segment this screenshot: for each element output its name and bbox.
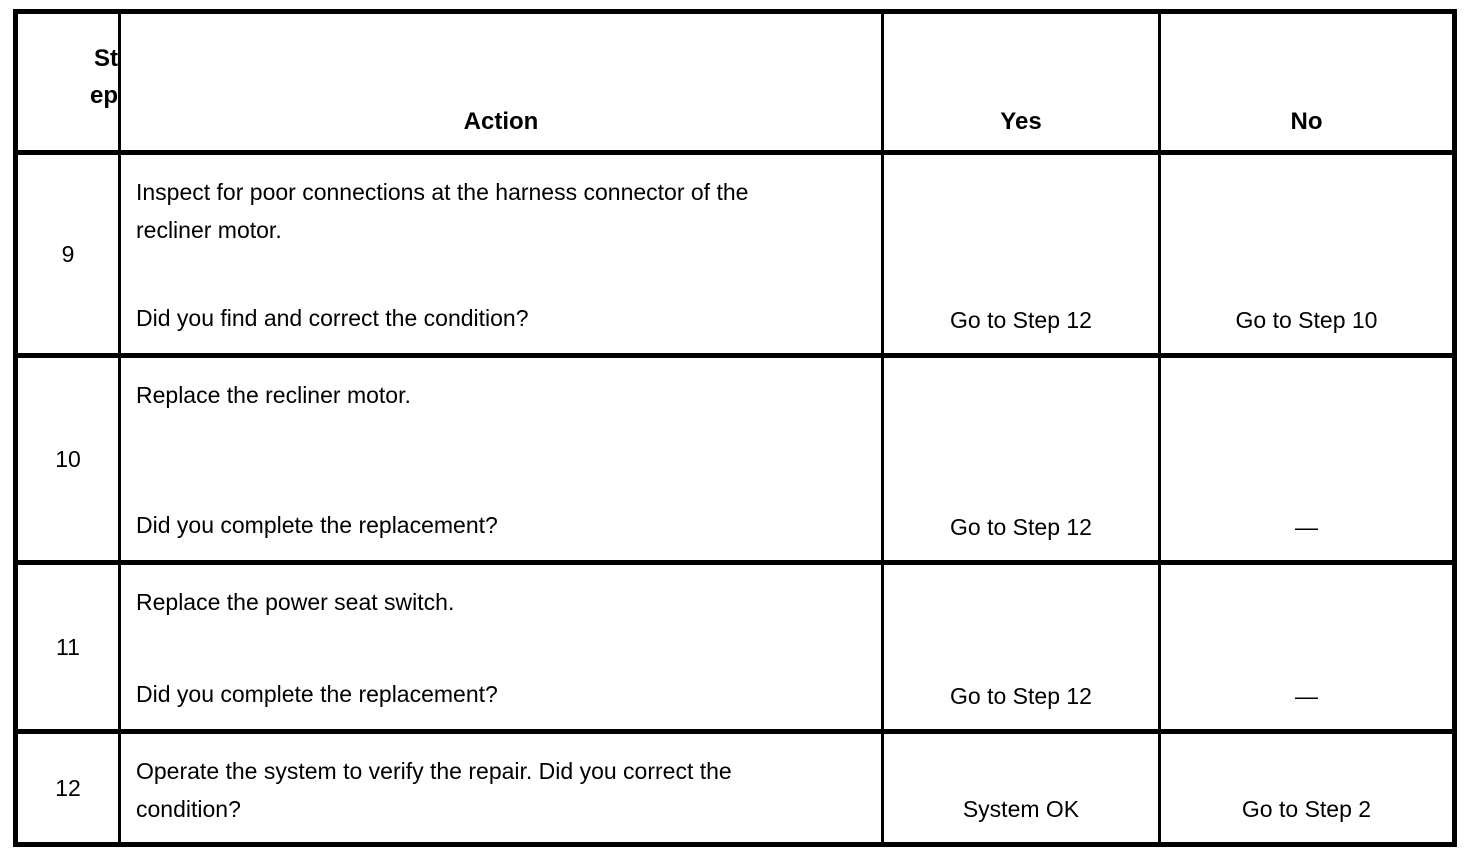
action-cell: Replace the recliner motor. Did you comp…: [121, 358, 884, 565]
header-step-line1: St: [94, 45, 118, 72]
header-yes: Yes: [884, 14, 1161, 155]
step-number: 11: [18, 565, 121, 734]
action-question: Did you complete the replacement?: [136, 681, 498, 707]
no-cell: Go to Step 10: [1161, 155, 1452, 358]
no-cell: Go to Step 2: [1241, 796, 1372, 822]
action-question: Did you complete the replacement?: [136, 512, 498, 538]
step-number: 12: [18, 734, 121, 842]
diagnostic-table: St ep Action Yes No 9 Inspect for poor c…: [13, 9, 1457, 847]
header-step-line2: ep: [89, 82, 118, 109]
yes-cell: Go to Step 12: [884, 358, 1161, 565]
action-cell: Replace the power seat switch. Did you c…: [121, 565, 884, 734]
action-description: Replace the recliner motor.: [136, 382, 411, 408]
yes-cell: Go to Step 12: [884, 565, 1161, 734]
header-action: Action: [121, 14, 884, 155]
no-cell: —: [1161, 358, 1452, 565]
step-number: 9: [18, 155, 121, 358]
header-step: St ep: [18, 14, 121, 155]
action-cell: Inspect for poor connections at the harn…: [121, 155, 884, 358]
header-no: No: [1161, 14, 1452, 155]
yes-cell: System OK: [884, 734, 1161, 842]
action-question: Did you find and correct the condition?: [136, 305, 529, 331]
action-description: Replace the power seat switch.: [136, 589, 455, 615]
yes-cell: Go to Step 12: [884, 155, 1161, 358]
step-number: 10: [18, 358, 121, 565]
action-description: Inspect for poor connections at the harn…: [136, 179, 749, 243]
action-cell: Operate the system to verify the repair.…: [121, 734, 884, 842]
no-cell: —: [1161, 565, 1452, 734]
action-description: Operate the system to verify the repair.…: [136, 758, 732, 822]
